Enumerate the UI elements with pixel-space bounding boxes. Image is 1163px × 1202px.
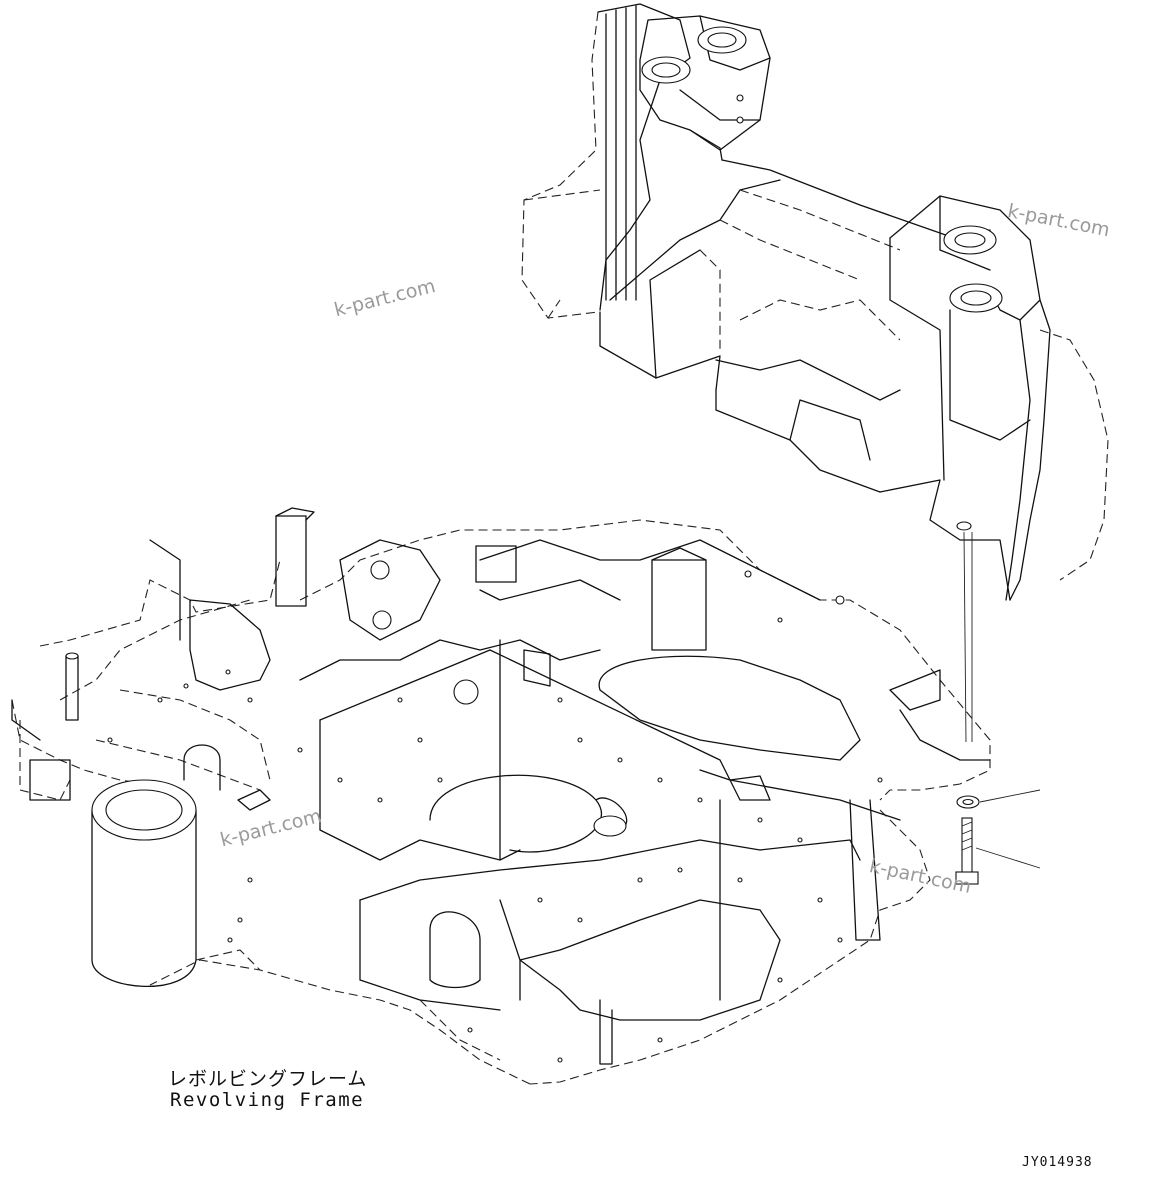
frame-label-japanese: レボルビングフレーム [168, 1068, 368, 1090]
frame-label-english: Revolving Frame [170, 1089, 365, 1111]
frame-holes [107, 570, 883, 1063]
mount-hardware [955, 531, 1041, 885]
drawing-code: JY014938 [1022, 1155, 1093, 1170]
upper-frame-assembly [521, 3, 1109, 601]
revolving-frame [11, 507, 991, 1085]
